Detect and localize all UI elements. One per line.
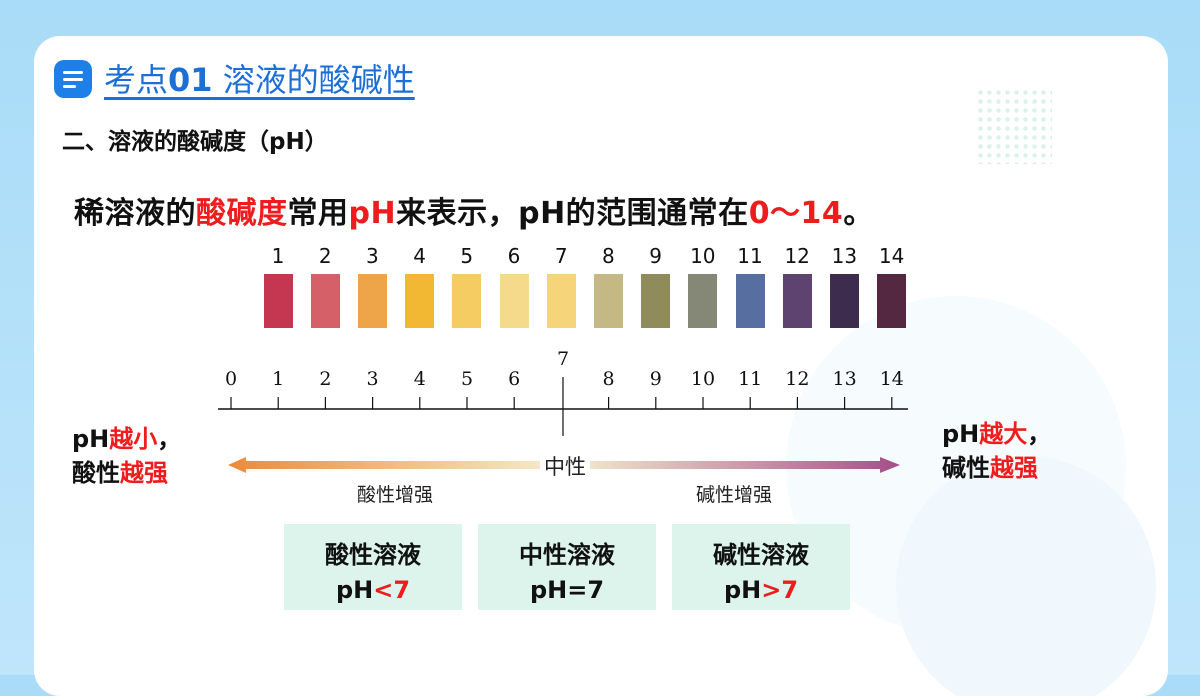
statement-text: 。 — [843, 196, 874, 231]
swatch-number: 4 — [413, 244, 426, 268]
document-icon — [54, 60, 92, 98]
swatch-number: 7 — [554, 244, 568, 268]
basic-solution-box: 碱性溶液 pH>7 — [672, 524, 850, 610]
swatch-number: 2 — [318, 244, 332, 268]
axis-tick-label: 0 — [224, 368, 238, 390]
ph-label: pH — [529, 576, 568, 604]
statement-text: 常用 — [287, 196, 349, 231]
ph-color-swatch — [593, 274, 623, 328]
swatch-number: 8 — [602, 244, 615, 268]
swatch-number: 11 — [737, 244, 763, 268]
ph-color-swatch — [688, 274, 718, 328]
decorative-circle — [896, 456, 1156, 696]
swatch-number: 6 — [507, 244, 521, 268]
left-note: pH越小， 酸性越强 — [72, 422, 181, 490]
ph-color-swatch — [641, 274, 671, 328]
box-title: 酸性溶液 — [325, 541, 421, 569]
acidic-solution-box: 酸性溶液 pH<7 — [284, 524, 462, 610]
ph-color-swatch — [782, 274, 812, 328]
note-text: 碱性 — [942, 454, 990, 482]
right-note: pH越大， 碱性越强 — [942, 417, 1051, 485]
ph-color-swatch — [877, 274, 907, 328]
page-title: 考点01 溶液的酸碱性 — [104, 55, 415, 101]
swatch-number: 9 — [649, 244, 662, 268]
ph-color-swatch — [452, 274, 482, 328]
axis-ticks — [230, 397, 893, 409]
ph-color-swatch — [405, 274, 435, 328]
ph-color-swatch — [735, 274, 765, 328]
note-highlight: 越小 — [109, 425, 158, 453]
note-text: ， — [157, 425, 182, 453]
definition-statement: 稀溶液的酸碱度常用pH来表示，pH的范围通常在0～14。 — [74, 188, 874, 232]
ph-color-swatch — [310, 274, 340, 328]
box-title: 碱性溶液 — [713, 541, 809, 569]
note-highlight: 越大 — [979, 420, 1028, 448]
ph-color-swatch — [263, 274, 293, 328]
acid-caption: 酸性增强 — [357, 484, 434, 506]
axis-tick-label: 14 — [879, 368, 904, 390]
swatch-number: 5 — [460, 244, 474, 268]
title-number: 01 — [168, 61, 213, 99]
ph-color-swatch — [499, 274, 529, 328]
axis-tick-label: 8 — [602, 368, 615, 390]
ph-color-swatch — [546, 274, 576, 328]
swatch-number: 12 — [784, 244, 810, 268]
ph-condition: =7 — [567, 576, 605, 604]
swatch-number: 10 — [690, 244, 716, 268]
axis-tick-label: 1 — [272, 368, 285, 390]
swatch-number: 13 — [831, 244, 858, 268]
section-heading: 二、溶液的酸碱度（pH） — [62, 129, 328, 155]
box-ph: pH>7 — [672, 576, 850, 604]
neutral-solution-box: 中性溶液 pH=7 — [478, 524, 656, 610]
box-ph: pH=7 — [478, 576, 656, 604]
neutral-label: 中性 — [540, 451, 590, 481]
title-rest: 溶液的酸碱性 — [212, 61, 415, 99]
axis-tick-label: 7 — [556, 348, 570, 370]
swatch-number: 14 — [878, 244, 905, 268]
axis-tick-label: 11 — [738, 368, 763, 390]
axis-tick-label: 12 — [785, 368, 810, 390]
axis-tick-label: 5 — [460, 368, 474, 390]
statement-highlight: 0～14 — [748, 196, 844, 231]
statement-text: 来表示，pH的范围通常在 — [396, 196, 749, 231]
note-highlight: 越强 — [990, 454, 1038, 482]
title-prefix: 考点 — [104, 61, 169, 99]
note-text: pH — [72, 425, 110, 453]
axis-tick-label: 4 — [413, 368, 426, 390]
note-text: pH — [942, 420, 980, 448]
ph-color-swatch — [829, 274, 859, 328]
ph-label: pH — [723, 576, 762, 604]
ph-label: pH — [335, 576, 374, 604]
ph-condition: <7 — [373, 576, 411, 604]
axis-tick-label: 6 — [508, 368, 521, 390]
axis-tick-label: 9 — [649, 368, 662, 390]
statement-text: 稀溶液的 — [74, 196, 196, 231]
swatch-number: 3 — [366, 244, 379, 268]
decorative-dots — [976, 88, 1052, 164]
ph-condition: >7 — [761, 576, 799, 604]
axis-tick-label: 3 — [366, 368, 379, 390]
box-ph: pH<7 — [284, 576, 462, 604]
axis-tick-label: 2 — [319, 368, 332, 390]
note-highlight: 越强 — [120, 459, 168, 487]
statement-highlight: pH — [348, 196, 397, 231]
base-caption: 碱性增强 — [696, 484, 773, 506]
box-title: 中性溶液 — [519, 541, 615, 569]
axis-tick-label: 13 — [832, 368, 857, 390]
note-text: 酸性 — [72, 459, 120, 487]
swatch-number: 1 — [271, 244, 285, 268]
note-text: ， — [1027, 420, 1052, 448]
ph-color-swatch — [357, 274, 387, 328]
axis-tick-label: 10 — [690, 368, 716, 390]
statement-highlight: 酸碱度 — [196, 196, 288, 231]
